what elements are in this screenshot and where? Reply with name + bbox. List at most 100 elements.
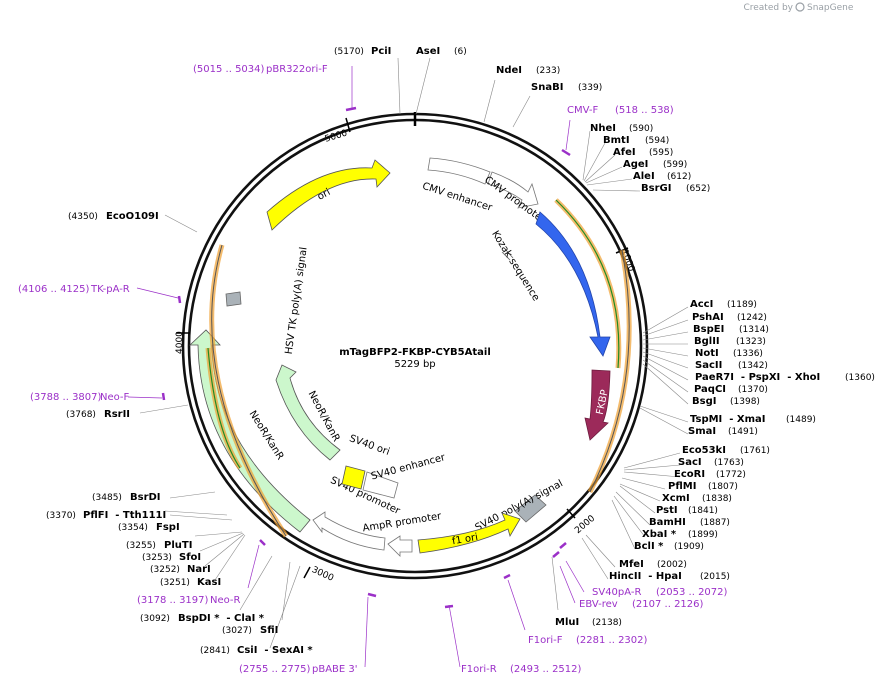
enzyme-mlui[interactable]: MluI (2138) xyxy=(555,617,622,628)
enzyme-saci[interactable]: SacI (1763) xyxy=(678,457,744,468)
enzyme-ndei[interactable]: NdeI (233) xyxy=(496,65,560,76)
enzyme-bsrdi[interactable]: (3485) BsrDI xyxy=(92,492,161,503)
primer-pbabe-3[interactable]: (2755 .. 2775) pBABE 3' xyxy=(239,664,358,675)
enzyme-afei[interactable]: AfeI (595) xyxy=(613,147,673,158)
enzyme-pflmi[interactable]: PflMI (1807) xyxy=(668,481,738,492)
enzyme-pos: (233) xyxy=(536,66,560,76)
enzyme-psti[interactable]: PstI (1841) xyxy=(656,505,718,516)
enzyme-pos: (5170) xyxy=(334,47,364,57)
enzyme-pos: (1899) xyxy=(688,530,718,540)
tick-3000 xyxy=(303,566,311,579)
feature-label-sv40-ori: SV40 ori xyxy=(348,433,391,458)
enzyme-xcmi[interactable]: XcmI (1838) xyxy=(662,493,732,504)
primer-neo-r[interactable]: (3178 .. 3197) Neo-R xyxy=(137,595,241,606)
enzyme-eco53ki[interactable]: Eco53kI (1761) xyxy=(682,445,770,456)
enzyme-hincii-hpai[interactable]: HincII - HpaI (2015) xyxy=(609,571,730,582)
enzyme-pshai[interactable]: PshAI (1242) xyxy=(692,312,767,323)
enzyme-pflfi-tth111i[interactable]: (3370) PflFI - Tth111I xyxy=(46,510,166,521)
enzyme-pos: (3092) xyxy=(140,614,170,624)
enzyme-noti[interactable]: NotI (1336) xyxy=(695,348,763,359)
enzyme-name: Eco53kI xyxy=(682,445,726,456)
enzyme-pos: (599) xyxy=(663,160,687,170)
enzyme-pluti[interactable]: (3255) PluTI xyxy=(126,540,192,551)
enzyme-pos: (3253) xyxy=(142,553,172,563)
enzyme-snabi[interactable]: SnaBI (339) xyxy=(531,82,602,93)
enzyme-fspi[interactable]: (3354) FspI xyxy=(118,522,180,533)
enzyme-sfii[interactable]: (3027) SfiI xyxy=(222,625,278,636)
feature-sv40-enhancer[interactable]: SV40 enhancer xyxy=(362,452,447,499)
enzyme-name: AgeI xyxy=(623,159,648,170)
enzyme-kasi[interactable]: (3251) KasI xyxy=(160,577,221,588)
enzyme-name: AccI xyxy=(690,299,713,310)
enzyme-name: PflFI - Tth111I xyxy=(83,510,166,521)
snapgene-logo: SnapGene xyxy=(795,2,854,13)
feature-cmv-enhancer[interactable]: CMV enhancer xyxy=(421,157,494,214)
enzyme-xbai[interactable]: XbaI * (1899) xyxy=(642,529,718,540)
enzyme-pos: (339) xyxy=(578,83,602,93)
tick-5000 xyxy=(345,117,351,133)
enzyme-smai[interactable]: SmaI (1491) xyxy=(688,426,758,437)
enzyme-csii-sexai[interactable]: (2841) CsiI - SexAI * xyxy=(200,645,313,656)
enzyme-bsrgi[interactable]: BsrGI (652) xyxy=(641,183,710,194)
enzyme-nhei[interactable]: NheI (590) xyxy=(590,123,653,134)
enzyme-pos: (3027) xyxy=(222,626,252,636)
enzyme-pcii[interactable]: (5170) PciI xyxy=(334,46,391,57)
enzyme-name: SfoI xyxy=(179,552,201,563)
primer-sv40pa-r[interactable]: SV40pA-R (2053 .. 2072) xyxy=(592,587,728,598)
enzyme-name: PluTI xyxy=(164,540,192,551)
enzyme-asei[interactable]: AseI (6) xyxy=(416,46,467,57)
enzyme-bglii[interactable]: BglII (1323) xyxy=(694,336,766,347)
enzyme-sfoi[interactable]: (3253) SfoI xyxy=(142,552,201,563)
enzyme-alei[interactable]: AleI (612) xyxy=(633,171,691,182)
feature-kozak-sequence: Kozak sequence xyxy=(489,229,541,303)
enzyme-name: SacII xyxy=(695,360,722,371)
primer-tk-pa-r[interactable]: (4106 .. 4125) TK-pA-R xyxy=(18,284,130,295)
enzyme-nari[interactable]: (3252) NarI xyxy=(150,564,211,575)
enzyme-leader-lines xyxy=(139,57,689,649)
enzyme-pos: (1763) xyxy=(714,458,744,468)
primer-pos: (4106 .. 4125) xyxy=(18,284,90,295)
primer-neo-f[interactable]: (3788 .. 3807) Neo-F xyxy=(30,392,130,403)
enzyme-sacii[interactable]: SacII (1342) xyxy=(695,360,768,371)
primer-pos: (2053 .. 2072) xyxy=(656,587,728,598)
primer-name: CMV-F xyxy=(567,105,598,116)
enzyme-paqci[interactable]: PaqCI (1370) xyxy=(694,384,768,395)
feature-neor-kanr-inner[interactable]: NeoR/KanR xyxy=(275,364,342,461)
enzyme-pos: (3255) xyxy=(126,541,156,551)
credit-text: Created by xyxy=(743,3,793,13)
enzyme-pos: (1342) xyxy=(738,361,768,371)
enzyme-ecoo109i[interactable]: (4350) EcoO109I xyxy=(68,211,159,222)
enzyme-name: NdeI xyxy=(496,65,522,76)
feature-fkbp[interactable]: FKBP xyxy=(584,369,611,441)
enzyme-bamhi[interactable]: BamHI (1887) xyxy=(649,517,730,528)
enzyme-name: EcoRI xyxy=(674,469,705,480)
enzyme-paer7i-pspxi-xhoi[interactable]: PaeR7I - PspXI - XhoI (1360) xyxy=(695,372,875,383)
enzyme-pos: (1189) xyxy=(727,300,757,310)
primer-f1ori-r[interactable]: F1ori-R (2493 .. 2512) xyxy=(461,664,582,675)
enzyme-mfei[interactable]: MfeI (2002) xyxy=(619,559,687,570)
feature-ori[interactable]: ori xyxy=(266,159,391,231)
feature-f1-ori[interactable]: f1 ori xyxy=(417,512,521,554)
enzyme-tspmi-xmai[interactable]: TspMI - XmaI (1489) xyxy=(690,414,816,425)
primer-f1ori-f[interactable]: F1ori-F (2281 .. 2302) xyxy=(528,635,648,646)
enzyme-bcli[interactable]: BclI * (1909) xyxy=(634,541,704,552)
feature-label-fkbp: FKBP xyxy=(595,389,611,416)
enzyme-agei[interactable]: AgeI (599) xyxy=(623,159,687,170)
enzyme-bsgi[interactable]: BsgI (1398) xyxy=(692,396,760,407)
primer-pos: (2281 .. 2302) xyxy=(576,635,648,646)
enzyme-bspdi-clai[interactable]: (3092) BspDI * - ClaI * xyxy=(140,613,265,624)
enzyme-acci[interactable]: AccI (1189) xyxy=(690,299,757,310)
feature-tagbfp[interactable]: TagBFP xyxy=(535,211,611,357)
enzyme-rsrii[interactable]: (3768) RsrII xyxy=(66,409,130,420)
enzyme-bmti[interactable]: BmtI (594) xyxy=(603,135,669,146)
enzyme-bspei[interactable]: BspEI (1314) xyxy=(693,324,769,335)
enzyme-ecori[interactable]: EcoRI (1772) xyxy=(674,469,746,480)
primer-ebv-rev[interactable]: EBV-rev (2107 .. 2126) xyxy=(579,599,704,610)
primer-pbr322ori-f[interactable]: (5015 .. 5034) pBR322ori-F xyxy=(193,64,328,75)
enzyme-pos: (2015) xyxy=(700,572,730,582)
primer-cmv-f[interactable]: CMV-F (518 .. 538) xyxy=(567,105,674,116)
primer-pos: (3178 .. 3197) xyxy=(137,595,209,606)
enzyme-name: BsrGI xyxy=(641,183,671,194)
enzyme-pos: (1398) xyxy=(730,397,760,407)
feature-hsv-tk-poly-a-signal[interactable]: HSV TK poly(A) signal xyxy=(225,246,310,355)
